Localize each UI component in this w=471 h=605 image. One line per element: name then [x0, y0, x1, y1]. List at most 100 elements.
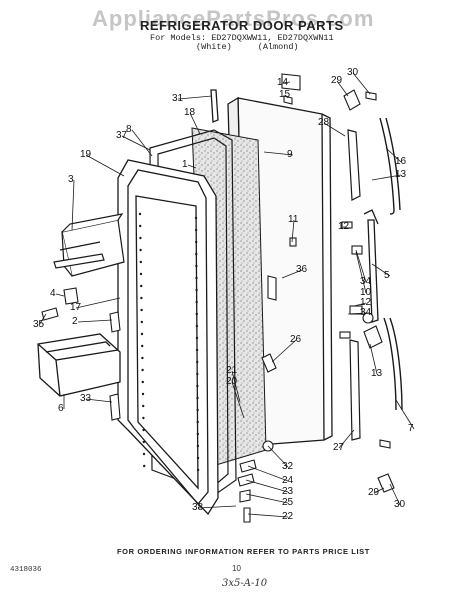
- liner-rivet: [195, 252, 198, 256]
- liner-rivet: [196, 384, 199, 388]
- callout-29: 29: [331, 75, 343, 86]
- door-handle: [379, 117, 401, 215]
- lower-handle: [383, 317, 403, 411]
- leader-line-13: [371, 174, 402, 181]
- shelf-clip: [109, 311, 121, 333]
- liner-rivet: [196, 372, 199, 376]
- liner-rivet: [195, 312, 198, 316]
- callout-25: 25: [282, 497, 294, 508]
- leader-line-27: [338, 429, 355, 449]
- callout-26: 26: [290, 334, 302, 345]
- liner-rivet: [139, 224, 142, 228]
- variant-white: (White): [196, 42, 232, 52]
- leader-line-34: [347, 312, 367, 315]
- callout-13: 13: [371, 368, 383, 379]
- liner-rivet: [140, 284, 143, 288]
- document-number: 4318036: [10, 566, 42, 574]
- liner-rivet: [195, 300, 198, 304]
- callout-8: 8: [126, 124, 132, 135]
- callout-34: 34: [360, 307, 372, 318]
- bin-retainer-bar: [53, 253, 105, 269]
- liner-rivets: [138, 212, 200, 472]
- liner-rivet: [196, 396, 199, 400]
- callout-4: 4: [50, 288, 56, 299]
- leader-line-7: [395, 399, 415, 430]
- liner-rivet: [139, 236, 142, 240]
- callout-30: 30: [347, 67, 359, 78]
- liner-rivet: [141, 380, 144, 384]
- liner-rivet: [195, 264, 198, 268]
- callout-11: 11: [288, 214, 299, 225]
- liner-rivet: [194, 228, 198, 232]
- liner-rivet: [196, 468, 200, 472]
- callout-23: 23: [282, 486, 294, 497]
- callout-15: 15: [279, 89, 291, 100]
- leader-line-20: [231, 381, 245, 419]
- leader-line-29: [336, 80, 349, 97]
- door-bin-lower: [37, 333, 121, 397]
- leader-line-17: [75, 297, 121, 309]
- callout-35: 35: [33, 319, 45, 330]
- leader-line-18: [189, 112, 201, 135]
- bin-bracket: [41, 287, 79, 321]
- callout-36: 36: [296, 264, 308, 275]
- liner-rivet: [142, 452, 146, 456]
- door-liner: [117, 159, 219, 516]
- leader-line-25: [245, 493, 289, 504]
- leader-line-30: [389, 483, 401, 506]
- liner-rivet: [141, 392, 145, 396]
- handle-rod: [210, 89, 219, 123]
- callout-12: 12: [360, 297, 372, 308]
- callout-27: 27: [333, 442, 345, 453]
- liner-rivet: [196, 444, 200, 448]
- diagram-title: REFRIGERATOR DOOR PARTS: [140, 18, 344, 33]
- callout-20: 20: [226, 376, 238, 387]
- liner-rivet: [138, 212, 142, 216]
- callout-13: 13: [395, 169, 407, 180]
- callout-34: 34: [360, 276, 372, 287]
- callout-33: 33: [80, 393, 92, 404]
- door-bin-upper: [59, 213, 125, 277]
- color-variants: (White)(Almond): [196, 42, 325, 52]
- leader-line-29: [373, 487, 385, 494]
- liner-rivet: [139, 260, 142, 264]
- panel-brackets: [261, 237, 297, 373]
- leader-line-38: [197, 505, 237, 509]
- leader-line-19: [85, 154, 125, 177]
- liner-rivet: [195, 336, 199, 340]
- leader-line-30: [352, 72, 371, 95]
- liner-rivet: [141, 356, 144, 360]
- liner-rivet: [196, 408, 199, 412]
- leader-line-4: [55, 293, 65, 297]
- callout-5: 5: [384, 270, 390, 281]
- callout-6: 6: [58, 403, 64, 414]
- handwritten-note: 3x5-A-10: [222, 578, 268, 589]
- liner-rivet: [195, 240, 198, 244]
- liner-rivet: [196, 432, 199, 436]
- leader-line-9: [263, 151, 294, 156]
- liner-rivet: [142, 416, 145, 420]
- liner-rivet: [140, 320, 143, 324]
- leader-line-3: [71, 179, 75, 231]
- handle-trim: [347, 129, 361, 201]
- liner-rivet: [142, 428, 145, 432]
- callout-21: 21: [226, 365, 238, 376]
- hinge-pin-bottom: [377, 439, 395, 493]
- callout-30: 30: [394, 499, 406, 510]
- callout-24: 24: [282, 475, 294, 486]
- liner-rivet: [196, 420, 199, 424]
- callout-38: 38: [192, 502, 204, 513]
- leader-line-23: [245, 479, 289, 493]
- liner-rivet: [195, 288, 198, 292]
- leader-line-24: [247, 465, 289, 482]
- liner-rivet: [139, 248, 142, 252]
- leader-line-35: [38, 313, 47, 326]
- liner-rivet: [195, 276, 198, 280]
- liner-rivet: [195, 348, 199, 352]
- callout-2: 2: [72, 316, 78, 327]
- callout-10: 10: [360, 287, 372, 298]
- callout-17: 17: [70, 302, 82, 313]
- leader-line-21: [231, 370, 241, 403]
